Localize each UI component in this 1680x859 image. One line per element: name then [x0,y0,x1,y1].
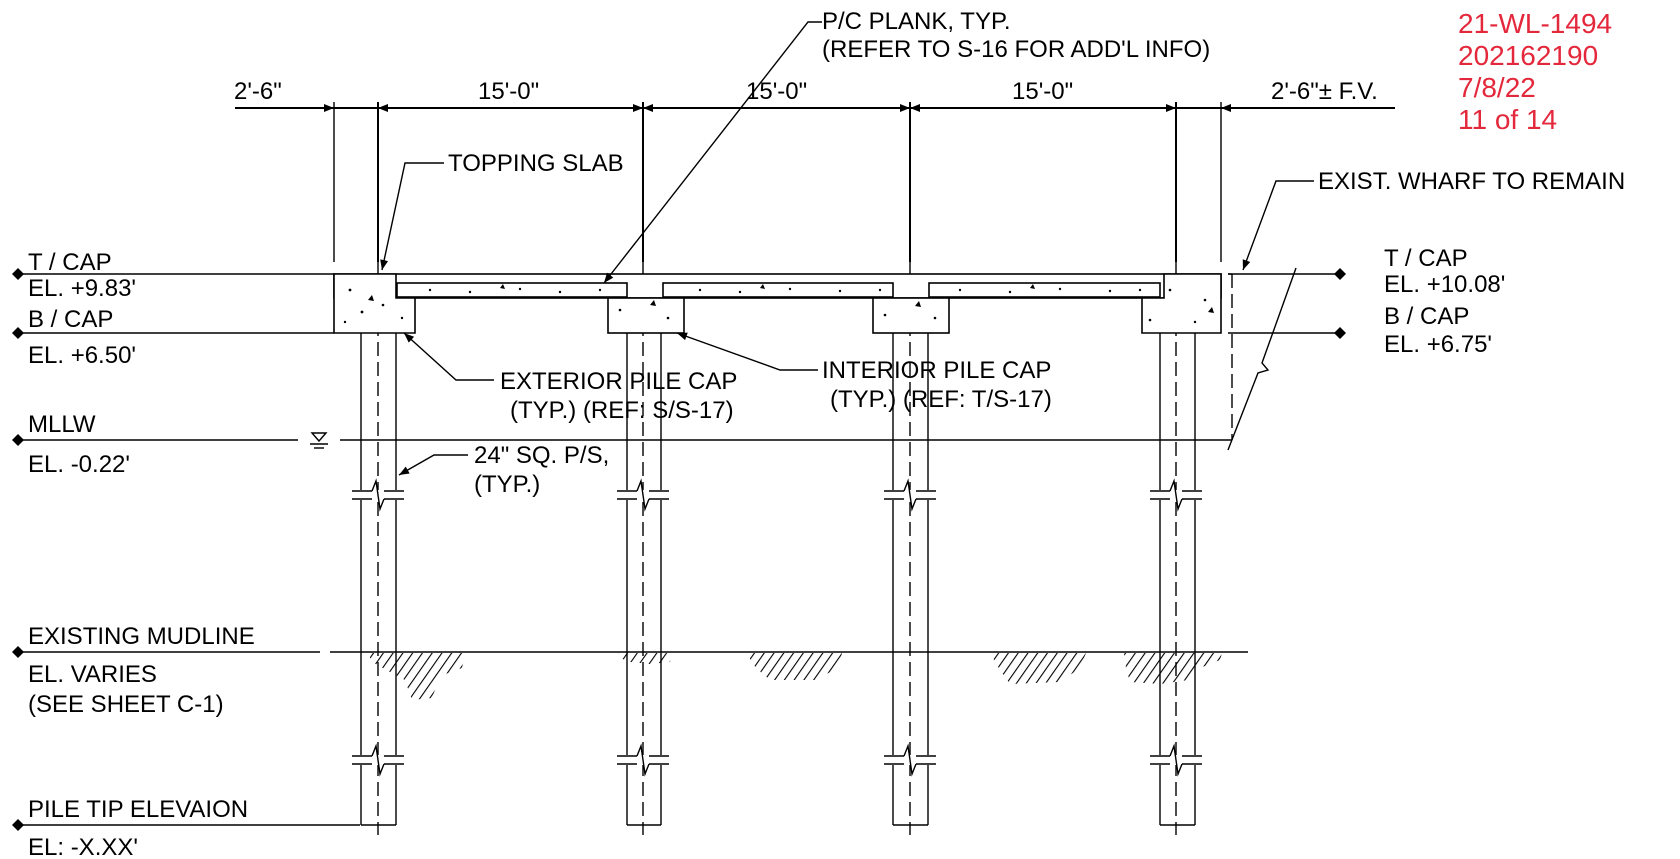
pile-1 [360,262,397,835]
pc-plank [662,282,894,298]
pile-3 [892,262,929,835]
leader-exist-wharf [1242,180,1314,271]
break-symbol-icon [884,743,936,777]
dim-left-overhang: 2'-6" [234,78,282,105]
leader-topping-slab [380,162,444,271]
dim-span-1: 15'-0" [478,78,539,105]
deck-structure [333,273,1222,334]
mudline-label: EXISTING MUDLINE [28,623,255,650]
break-symbol-icon [1150,743,1202,777]
exterior-pile-cap-left [333,273,416,334]
stamp-file-number: 202162190 [1458,40,1598,71]
level-marker-icon [12,819,24,831]
pile-tip-value: EL: -X.XX' [28,834,138,859]
leader-exterior-cap [403,332,494,381]
callout-interior-cap: INTERIOR PILE CAP [822,357,1051,384]
soil-hatch [990,653,1086,684]
soil-hatch [746,653,842,680]
mudline-ref: (SEE SHEET C-1) [28,691,224,718]
piles [360,262,1196,835]
stamp-permit-number: 21-WL-1494 [1458,8,1612,39]
bcap-label-left: B / CAP [28,306,113,333]
pile-4 [1159,262,1196,835]
break-line-icon [1227,267,1297,451]
tcap-value-right: EL. +10.08' [1384,271,1505,298]
bcap-value-right: EL. +6.75' [1384,331,1492,358]
stamp-date: 7/8/22 [1458,72,1536,103]
soil-hatch [618,653,672,664]
bcap-value-left: EL. +6.50' [28,342,136,369]
level-marker-icon [12,327,24,339]
level-marker-icon [12,268,24,280]
callout-pile-typ: (TYP.) [474,471,540,498]
tcap-label-left: T / CAP [28,249,112,276]
concrete-stipple [343,284,1214,324]
dimension-string: 2'-6" 15'-0" 15'-0" 15'-0" 2'-6"± F.V. [234,78,1395,262]
dim-span-3: 15'-0" [1012,78,1073,105]
pc-plank [928,282,1161,298]
pile-2 [626,262,662,835]
callout-pile: 24" SQ. P/S, [474,442,609,469]
level-marker-icon [12,646,24,658]
callout-pc-plank-ref: (REFER TO S-16 FOR ADD'L INFO) [822,36,1210,63]
break-symbol-icon [884,478,936,512]
break-symbol-icon [617,743,669,777]
soil-hatch [1124,653,1222,684]
mudline-value: EL. VARIES [28,661,157,688]
level-marker-icon [1334,327,1346,339]
dim-right-overhang: 2'-6"± F.V. [1271,78,1378,105]
break-symbol-icon [1150,478,1202,512]
pile-tip-label: PILE TIP ELEVAION [28,796,248,823]
break-symbol-icon [617,478,669,512]
leader-pile [398,454,468,476]
callouts: P/C PLANK, TYP. (REFER TO S-16 FOR ADD'L… [448,8,1625,498]
level-marker-icon [12,434,24,446]
revision-stamp: 21-WL-1494 202162190 7/8/22 11 of 14 [1458,8,1612,135]
water-level-icon [310,432,328,449]
leader-pc-plank [603,21,822,284]
mllw-label: MLLW [28,411,96,438]
pc-plank [396,282,628,298]
callout-exist-wharf: EXIST. WHARF TO REMAIN [1318,168,1625,195]
existing-wharf [1227,267,1297,451]
elevation-lines [12,268,1346,831]
break-symbol-icon [352,478,404,512]
bcap-label-right: B / CAP [1384,303,1469,330]
exterior-pile-cap-right [1141,273,1222,334]
callout-exterior-cap: EXTERIOR PILE CAP [500,368,737,395]
callout-pc-plank: P/C PLANK, TYP. [822,8,1011,35]
tcap-value-left: EL. +9.83' [28,275,136,302]
elevation-labels-left: T / CAP EL. +9.83' B / CAP EL. +6.50' ML… [28,249,255,859]
mllw-value: EL. -0.22' [28,451,130,478]
pile-break-symbols [352,478,1202,777]
callout-exterior-cap-ref: (TYP.) (REF: S/S-17) [510,397,734,424]
dim-span-2: 15'-0" [746,78,807,105]
callout-topping-slab: TOPPING SLAB [448,150,624,177]
tcap-label-right: T / CAP [1384,245,1468,272]
interior-pile-cap [607,297,685,334]
elevation-labels-right: T / CAP EL. +10.08' B / CAP EL. +6.75' [1384,245,1505,358]
mudline-soil-hatch [368,653,1222,700]
stamp-sheet-count: 11 of 14 [1458,104,1557,135]
break-symbol-icon [352,743,404,777]
soil-hatch [368,653,465,700]
leader-interior-cap [676,332,818,371]
leaders [380,21,1314,476]
level-marker-icon [1334,268,1346,280]
callout-interior-cap-ref: (TYP.) (REF: T/S-17) [830,386,1052,413]
